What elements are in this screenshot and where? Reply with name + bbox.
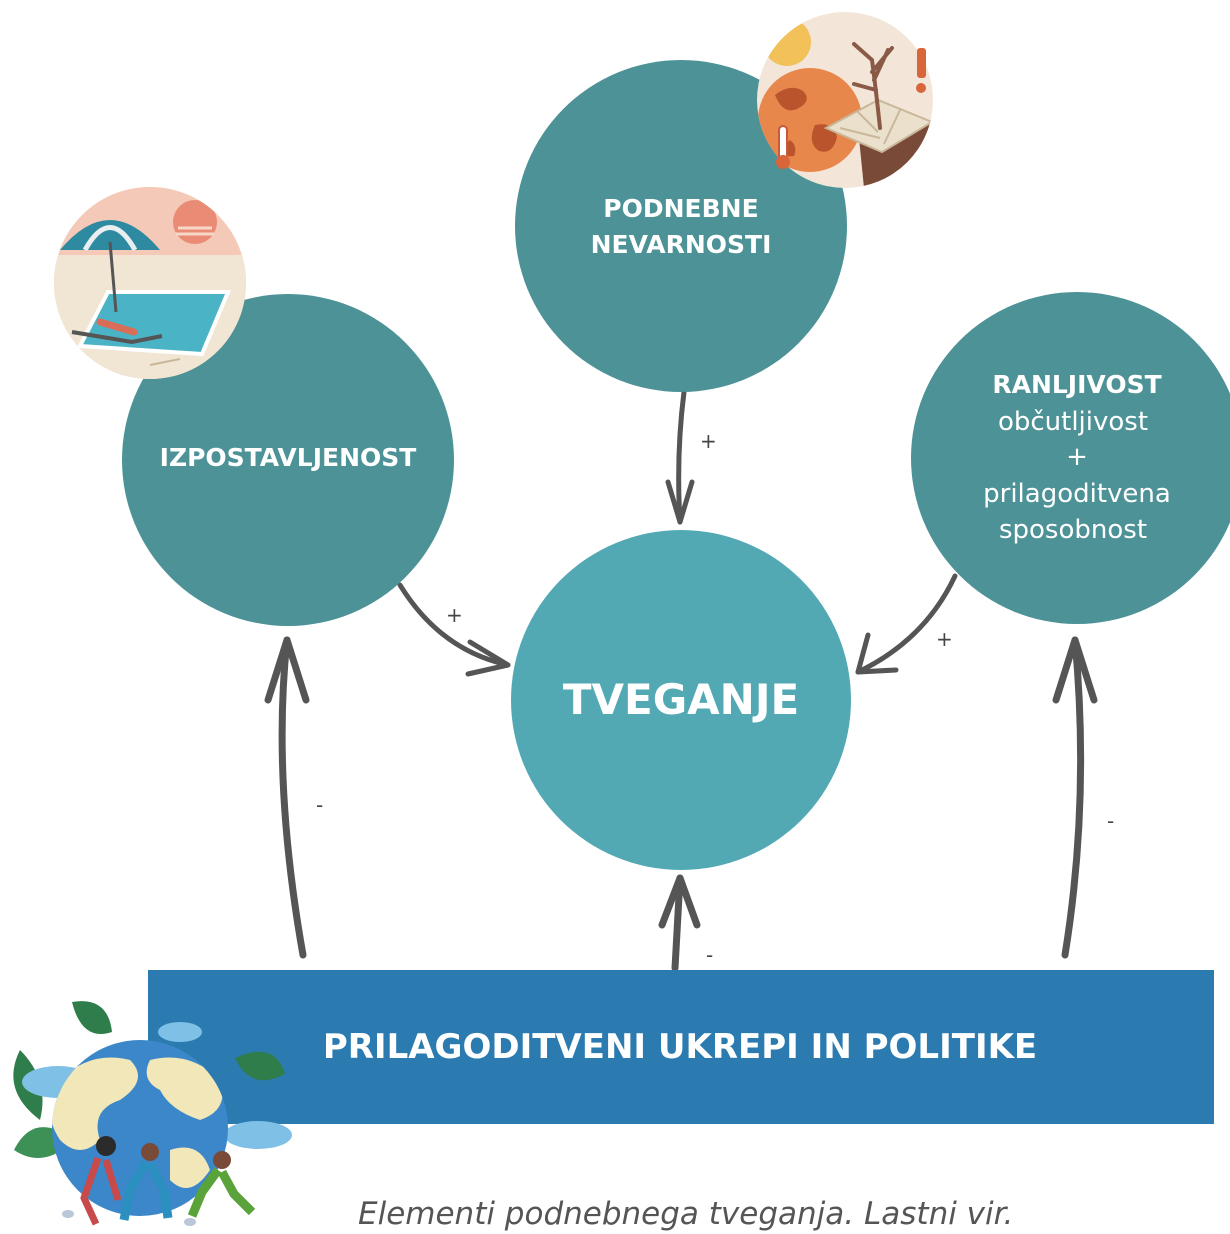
sign-bar-vulnerability: - (1107, 809, 1114, 833)
earth-people-planting-icon (13, 1001, 292, 1226)
policies-bar-label: PRILAGODITVENI UKREPI IN POLITIKE (323, 1027, 1037, 1067)
arrow-vulnerability-to-risk (855, 573, 958, 675)
heat-pool-umbrella-icon (54, 187, 246, 379)
risk-node (511, 530, 851, 870)
sign-exposure-risk: + (446, 603, 463, 627)
figure-caption: Elementi podnebnega tveganja. Lastni vir… (358, 1196, 1014, 1232)
hazards-label-line1: PODNEBNE (603, 194, 758, 223)
sign-bar-exposure: - (316, 793, 323, 817)
exposure-label: IZPOSTAVLJENOST (160, 443, 417, 472)
policies-bar (148, 970, 1214, 1124)
vulnerability-line3: prilagoditvena (983, 479, 1171, 509)
hazards-node (515, 60, 847, 392)
sign-hazards-risk: + (700, 429, 717, 453)
hazards-label-line2: NEVARNOSTI (591, 230, 772, 259)
vulnerability-line4: sposobnost (999, 515, 1147, 545)
arrow-exposure-to-risk (397, 582, 511, 677)
vulnerability-line1: občutljivost (998, 407, 1148, 437)
vulnerability-line2: + (1066, 442, 1088, 472)
vulnerability-node (911, 292, 1230, 624)
risk-label: TVEGANJE (563, 675, 799, 724)
drought-globe-thermometer-icon (757, 12, 933, 188)
sign-bar-risk: - (706, 943, 713, 967)
arrow-hazards-to-risk (665, 389, 695, 525)
exposure-node (122, 294, 454, 626)
arrow-bar-to-risk (658, 874, 701, 972)
vulnerability-title: RANLJIVOST (992, 370, 1161, 399)
arrow-bar-to-vulnerability (1052, 636, 1098, 959)
sign-vulnerability-risk: + (936, 627, 953, 651)
arrow-bar-to-exposure (264, 636, 310, 959)
